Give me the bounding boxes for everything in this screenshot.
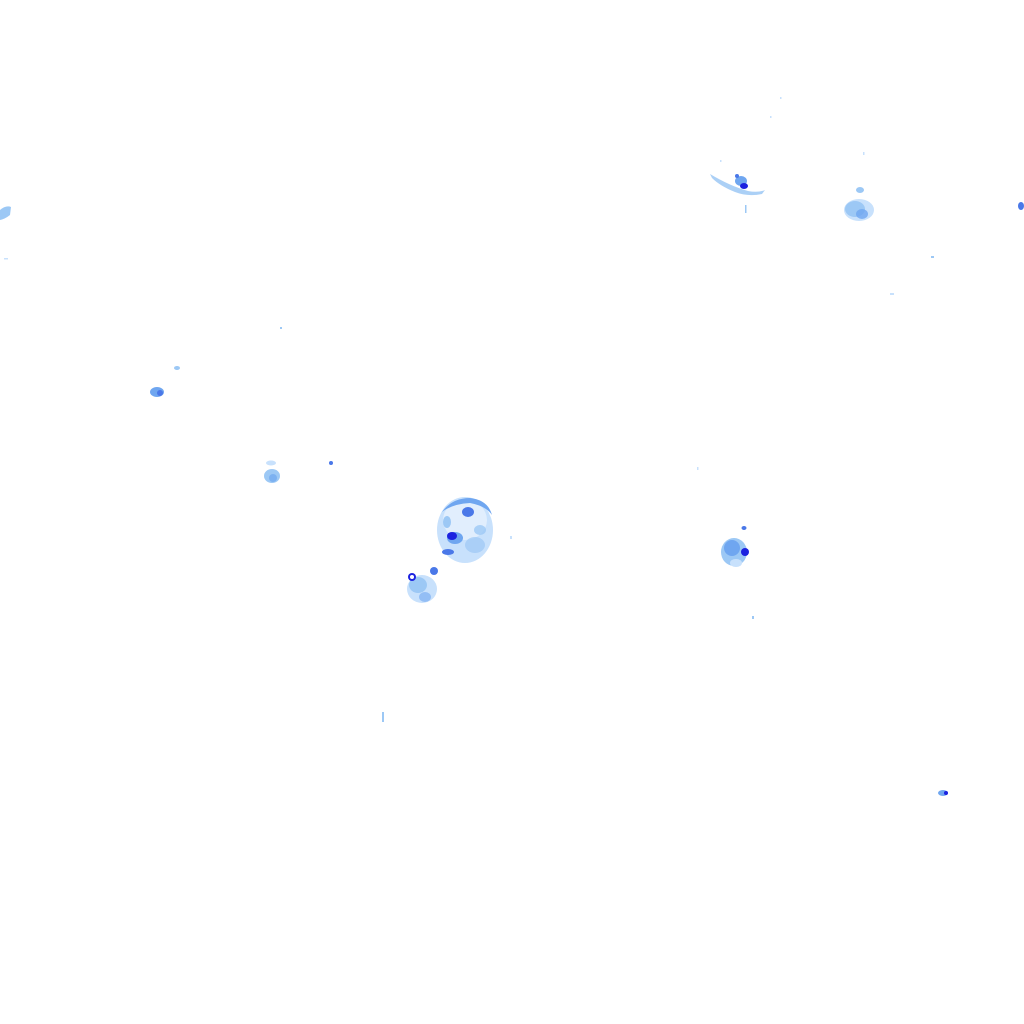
- rain-cell-northeast-patch: [844, 152, 874, 221]
- rain-cell-west-edge: [0, 206, 11, 260]
- rain-cell-east-central: [697, 467, 754, 619]
- rain-cell-central-southwest: [407, 567, 438, 603]
- rain-cell-west-central: [264, 460, 333, 483]
- rain-cell-southeast: [938, 790, 948, 796]
- rain-cell-northeast-band: [710, 160, 765, 213]
- rain-cell-east-edge: [1018, 202, 1024, 210]
- rain-cell-west-small: [150, 327, 282, 397]
- rain-specks-northeast: [770, 97, 934, 295]
- rain-cell-south-streak: [382, 712, 384, 722]
- rain-cell-central-storm: [437, 497, 512, 563]
